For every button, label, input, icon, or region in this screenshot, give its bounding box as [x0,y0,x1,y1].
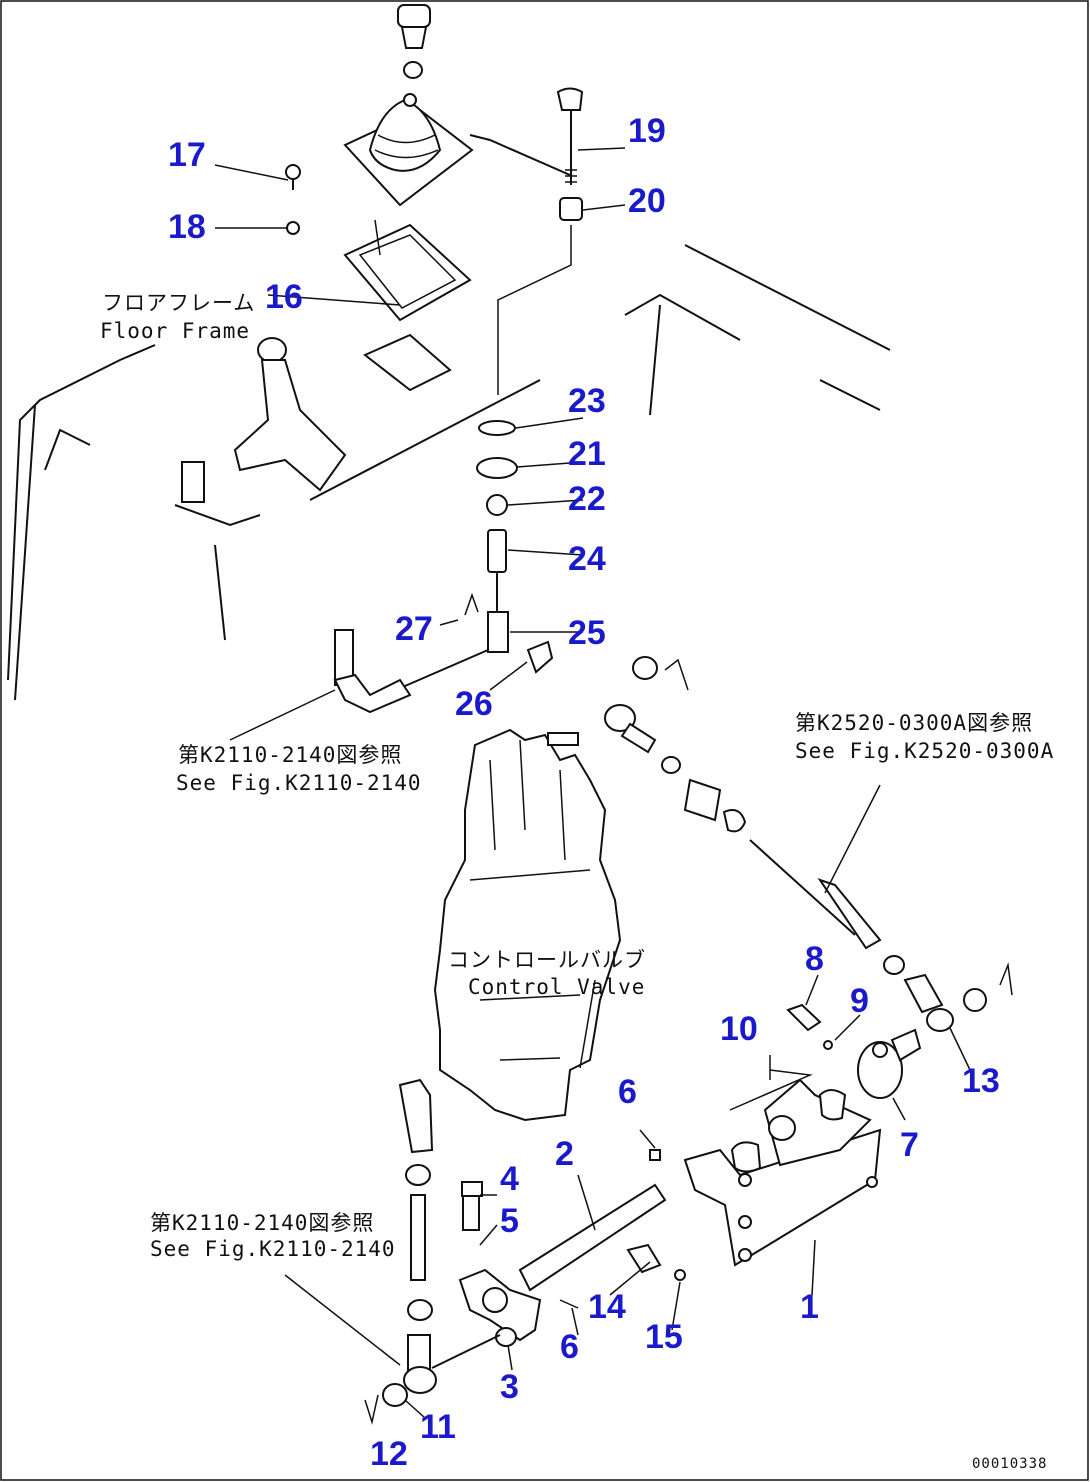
floor-frame-outline [7,134,891,701]
ref-label-3-jp: 第K2110-2140図参照 [150,1211,374,1235]
bolt-8 [786,1003,822,1032]
lower-rod [364,1078,501,1425]
callout-9: 9 [850,982,869,1020]
callout-19: 19 [628,112,666,150]
callout-2: 2 [555,1135,574,1173]
linkage-rod [604,656,1013,1032]
washer-15 [674,1269,686,1281]
bracket-1 [683,1078,882,1267]
callout-14: 14 [588,1288,626,1326]
callout-20: 20 [628,182,666,220]
leader-lines [214,147,971,1419]
ref-label-1-jp: 第K2110-2140図参照 [178,743,402,767]
ref-label-2-en: See Fig.K2520-0300A [795,739,1054,763]
screw-17 [285,164,301,180]
callout-10: 10 [720,1010,758,1048]
pin-27 [464,592,479,616]
callout-17: 17 [168,136,206,174]
cover-plate-16 [343,219,472,322]
callout-27: 27 [395,610,433,648]
callout-6-lower: 6 [560,1328,579,1366]
floor-frame-label-en: Floor Frame [100,319,250,343]
callout-11: 11 [420,1408,456,1446]
lever-3 [458,1181,542,1347]
rod-column [476,87,584,653]
control-valve [433,728,622,1122]
gasket-plate [363,333,452,392]
ref-label-2-jp: 第K2520-0300A図参照 [795,711,1033,735]
callout-15: 15 [645,1318,683,1356]
callout-25: 25 [568,614,606,652]
bolt-14 [626,1243,662,1274]
callout-21: 21 [568,435,606,473]
callout-5: 5 [500,1202,519,1240]
callout-18: 18 [168,208,206,246]
shaft-2 [518,1183,667,1292]
floor-frame-label-jp: フロアフレーム [102,291,255,315]
callout-26: 26 [455,685,493,723]
callout-8: 8 [805,940,824,978]
callout-13: 13 [962,1062,1000,1100]
washer-18 [286,221,300,235]
bushings-10 [729,1069,847,1173]
callout-3: 3 [500,1368,519,1406]
callout-numbers: 1 2 3 4 5 6 6 7 8 9 10 11 12 13 14 15 16… [168,112,1000,1473]
washer-9 [823,1040,833,1050]
link-arm [333,629,489,714]
pin-6-top [649,1149,661,1161]
lever-knob-assembly [343,4,474,207]
callout-7: 7 [900,1126,919,1164]
drawing-code: 00010338 [972,1456,1047,1472]
callout-23: 23 [568,382,606,420]
pin-6-lower [559,1299,579,1309]
callout-22: 22 [568,480,606,518]
callout-1: 1 [800,1288,819,1326]
callout-24: 24 [568,540,606,578]
lower-lever [181,337,347,503]
callout-16: 16 [265,278,303,316]
ref-label-1-en: See Fig.K2110-2140 [176,771,422,795]
callout-12: 12 [370,1435,408,1473]
ref-label-3-en: See Fig.K2110-2140 [150,1237,396,1261]
callout-6-upper: 6 [618,1073,637,1111]
valve-label-en: Control Valve [468,975,645,999]
bolt-26 [526,640,554,674]
reference-labels: フロアフレーム Floor Frame 第K2110-2140図参照 See F… [100,291,1054,1472]
bell-7 [857,1028,922,1099]
valve-label-jp: コントロールバルブ [448,948,646,972]
callout-4: 4 [500,1160,519,1198]
